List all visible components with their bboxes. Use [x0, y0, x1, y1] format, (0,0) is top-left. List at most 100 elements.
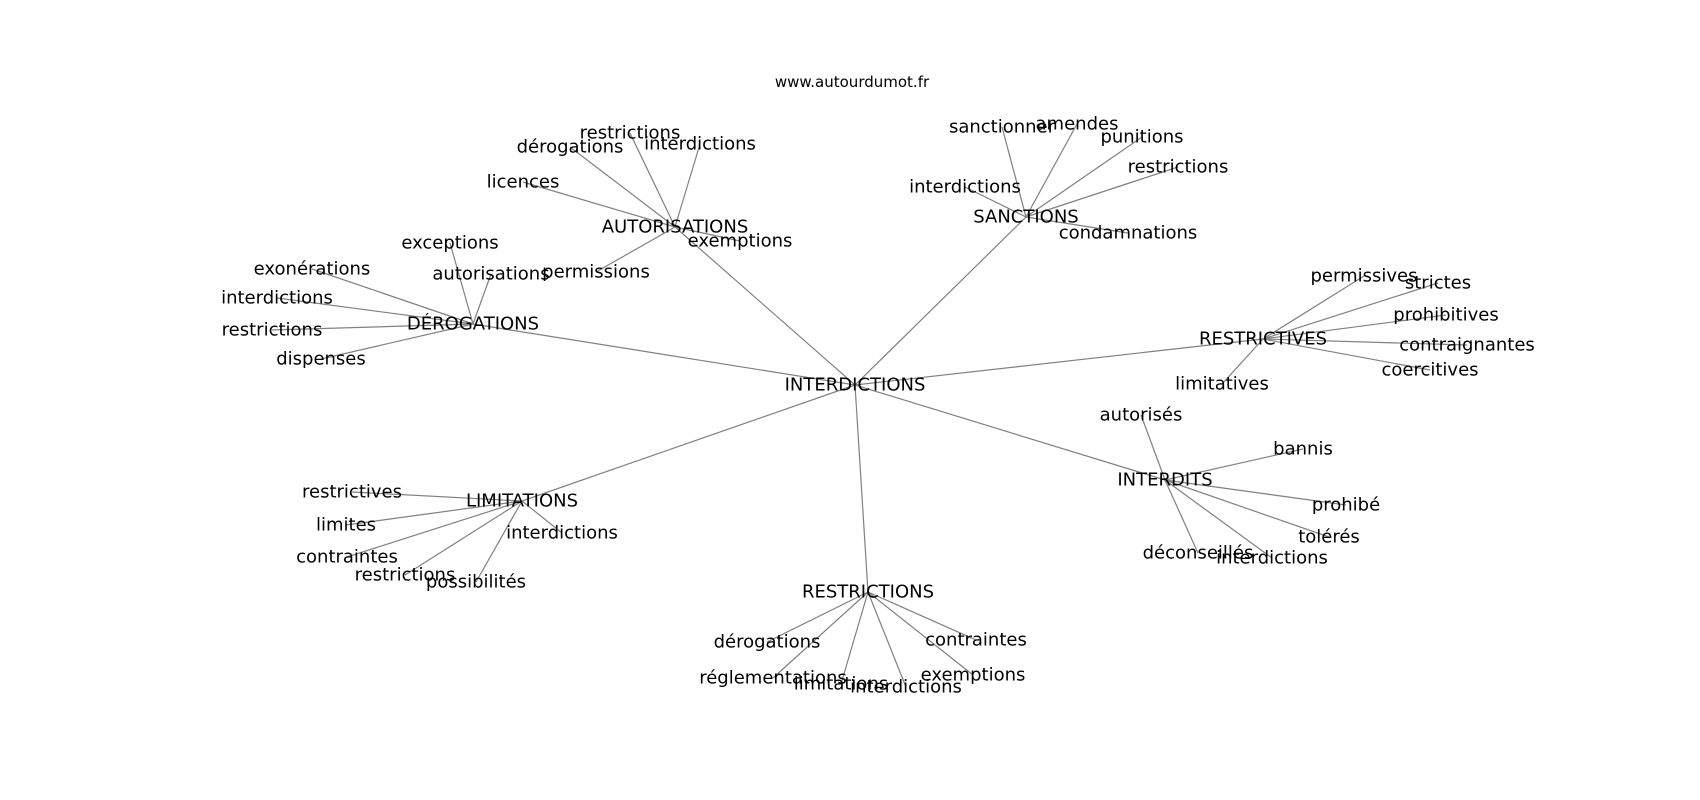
edge-restrictives-leaf [1262, 275, 1365, 340]
leaf-node: restrictions [580, 123, 681, 144]
edge-interdits-leaf [1164, 448, 1304, 481]
edge-center-restrictions [854, 384, 869, 593]
leaf-node: strictes [1405, 273, 1471, 294]
leaf-node: condamnations [1059, 223, 1198, 244]
leaf-node: prohibé [1312, 495, 1380, 516]
group-node-restrictives: RESTRICTIVES [1199, 329, 1327, 350]
leaf-node: permissives [1311, 266, 1418, 287]
leaf-node: coercitives [1381, 360, 1478, 381]
leaf-node: sanctionner [949, 117, 1056, 138]
leaf-node: interdictions [850, 677, 962, 698]
edge-interdits-leaf [1140, 414, 1166, 481]
edge-limitations-leaf [521, 500, 563, 534]
leaf-node: contraignantes [1399, 335, 1535, 356]
leaf-node: punitions [1100, 127, 1183, 148]
edge-autorisations-leaf [569, 146, 676, 228]
edge-derogations-leaf [276, 297, 474, 325]
leaf-node: interdictions [506, 523, 618, 544]
leaf-node: exonérations [254, 259, 371, 280]
center-node: INTERDICTIONS [785, 375, 926, 396]
leaf-node: amendes [1036, 114, 1119, 135]
edge-derogations-leaf [472, 273, 492, 325]
edge-sanctions-leaf [964, 186, 1027, 218]
edge-sanctions-leaf [1025, 123, 1078, 218]
leaf-node: exemptions [688, 231, 793, 252]
leaf-node: exemptions [921, 665, 1026, 686]
group-node-restrictions: RESTRICTIONS [802, 582, 934, 603]
edge-interdits-leaf [1164, 479, 1199, 554]
edge-restrictions-leaf [840, 591, 869, 685]
leaf-node: réglementations [699, 668, 847, 689]
leaf-node: possibilités [426, 572, 526, 593]
edge-derogations-leaf [271, 323, 474, 331]
leaf-node: permissions [542, 262, 650, 283]
edge-derogations-leaf [449, 242, 474, 325]
leaf-node: autorisés [1100, 405, 1183, 426]
edge-restrictives-leaf [1221, 338, 1264, 385]
edge-restrictives-leaf [1262, 282, 1439, 340]
leaf-node: bannis [1273, 439, 1333, 460]
edge-restrictives-leaf [1262, 338, 1468, 346]
leaf-node: limites [316, 515, 376, 536]
edge-limitations-leaf [351, 491, 523, 502]
edge-interdits-leaf [1164, 479, 1347, 506]
leaf-node: restrictions [222, 320, 323, 341]
leaf-node: licences [487, 172, 560, 193]
edge-restrictions-leaf [772, 591, 869, 679]
edge-autorisations-leaf [674, 226, 741, 242]
edge-limitations-leaf [345, 500, 523, 526]
edge-autorisations-leaf [629, 132, 676, 228]
edge-sanctions-leaf [1001, 126, 1027, 218]
leaf-node: tolérés [1298, 527, 1360, 548]
edge-derogations-leaf [311, 268, 474, 325]
leaf-node: dérogations [517, 137, 624, 158]
edge-center-sanctions [854, 216, 1027, 386]
group-node-limitations: LIMITATIONS [466, 491, 578, 512]
edge-restrictions-leaf [867, 591, 907, 688]
graph-edges [271, 123, 1468, 688]
edge-restrictions-leaf [867, 591, 977, 641]
edge-limitations-leaf [346, 500, 523, 558]
leaf-node: interdictions [909, 177, 1021, 198]
leaf-node: interdictions [221, 288, 333, 309]
leaf-node: interdictions [1216, 548, 1328, 569]
leaf-node: exceptions [401, 233, 498, 254]
edge-autorisations-leaf [595, 226, 676, 273]
edge-limitations-leaf [475, 500, 523, 583]
leaf-node: contraintes [296, 547, 398, 568]
edge-restrictives-leaf [1262, 338, 1431, 371]
edge-sanctions-leaf [1025, 166, 1179, 218]
edge-center-autorisations [674, 226, 856, 386]
edge-center-interdits [854, 384, 1166, 481]
graph-labels: www.autourdumot.fr INTERDICTIONS AUTORISA… [221, 73, 1535, 698]
group-node-derogations: DÉROGATIONS [407, 313, 539, 335]
leaf-node: restrictions [355, 565, 456, 586]
group-node-interdits: INTERDITS [1117, 470, 1212, 491]
leaf-node: contraintes [925, 630, 1027, 651]
edge-interdits-leaf [1164, 479, 1273, 559]
edge-center-derogations [472, 323, 856, 386]
edge-sanctions-leaf [1025, 136, 1143, 218]
edge-restrictions-leaf [766, 591, 869, 643]
group-node-sanctions: SANCTIONS [973, 207, 1078, 228]
edge-limitations-leaf [404, 500, 523, 576]
leaf-node: déconseillés [1143, 543, 1254, 564]
edge-sanctions-leaf [1025, 216, 1129, 234]
edge-center-restrictives [854, 338, 1264, 386]
source-label: www.autourdumot.fr [775, 73, 930, 91]
leaf-node: dérogations [714, 632, 821, 653]
leaf-node: restrictions [1128, 157, 1229, 178]
edge-interdits-leaf [1164, 479, 1330, 538]
edge-restrictions-leaf [867, 591, 974, 676]
edge-derogations-leaf [320, 323, 474, 360]
leaf-node: restrictives [302, 482, 402, 503]
edge-restrictives-leaf [1262, 314, 1447, 340]
leaf-node: dispenses [276, 349, 366, 370]
group-node-autorisations: AUTORISATIONS [602, 217, 749, 238]
leaf-node: interdictions [644, 134, 756, 155]
edge-center-limitations [521, 384, 856, 502]
leaf-node: autorisations [432, 264, 549, 285]
leaf-node: prohibitives [1393, 305, 1498, 326]
edge-autorisations-leaf [522, 181, 676, 228]
